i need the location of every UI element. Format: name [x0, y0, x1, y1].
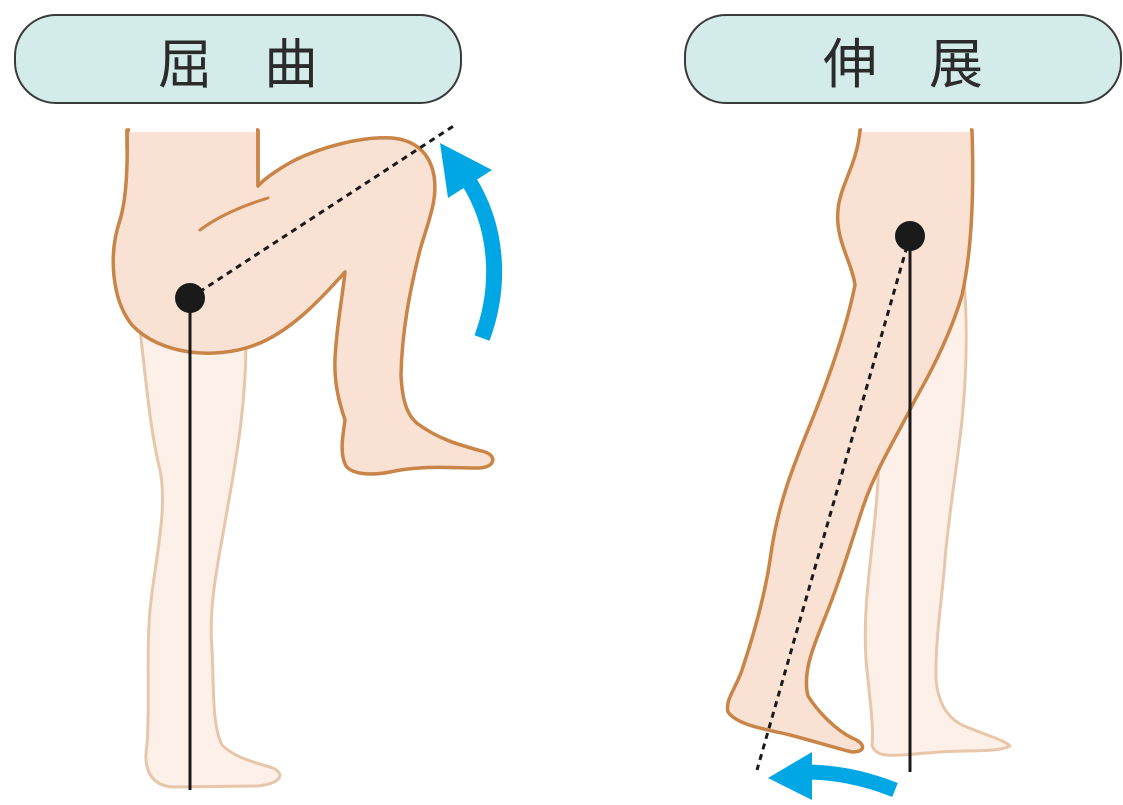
hip-joint-marker-right: [895, 221, 925, 251]
extension-figure: [727, 118, 1010, 800]
hip-joint-marker: [175, 283, 205, 313]
flexion-standing-leg: [140, 330, 280, 787]
flexion-figure: [113, 118, 494, 790]
curved-arrow-up-icon: [440, 143, 494, 338]
curved-arrow-back-icon: [768, 752, 895, 800]
